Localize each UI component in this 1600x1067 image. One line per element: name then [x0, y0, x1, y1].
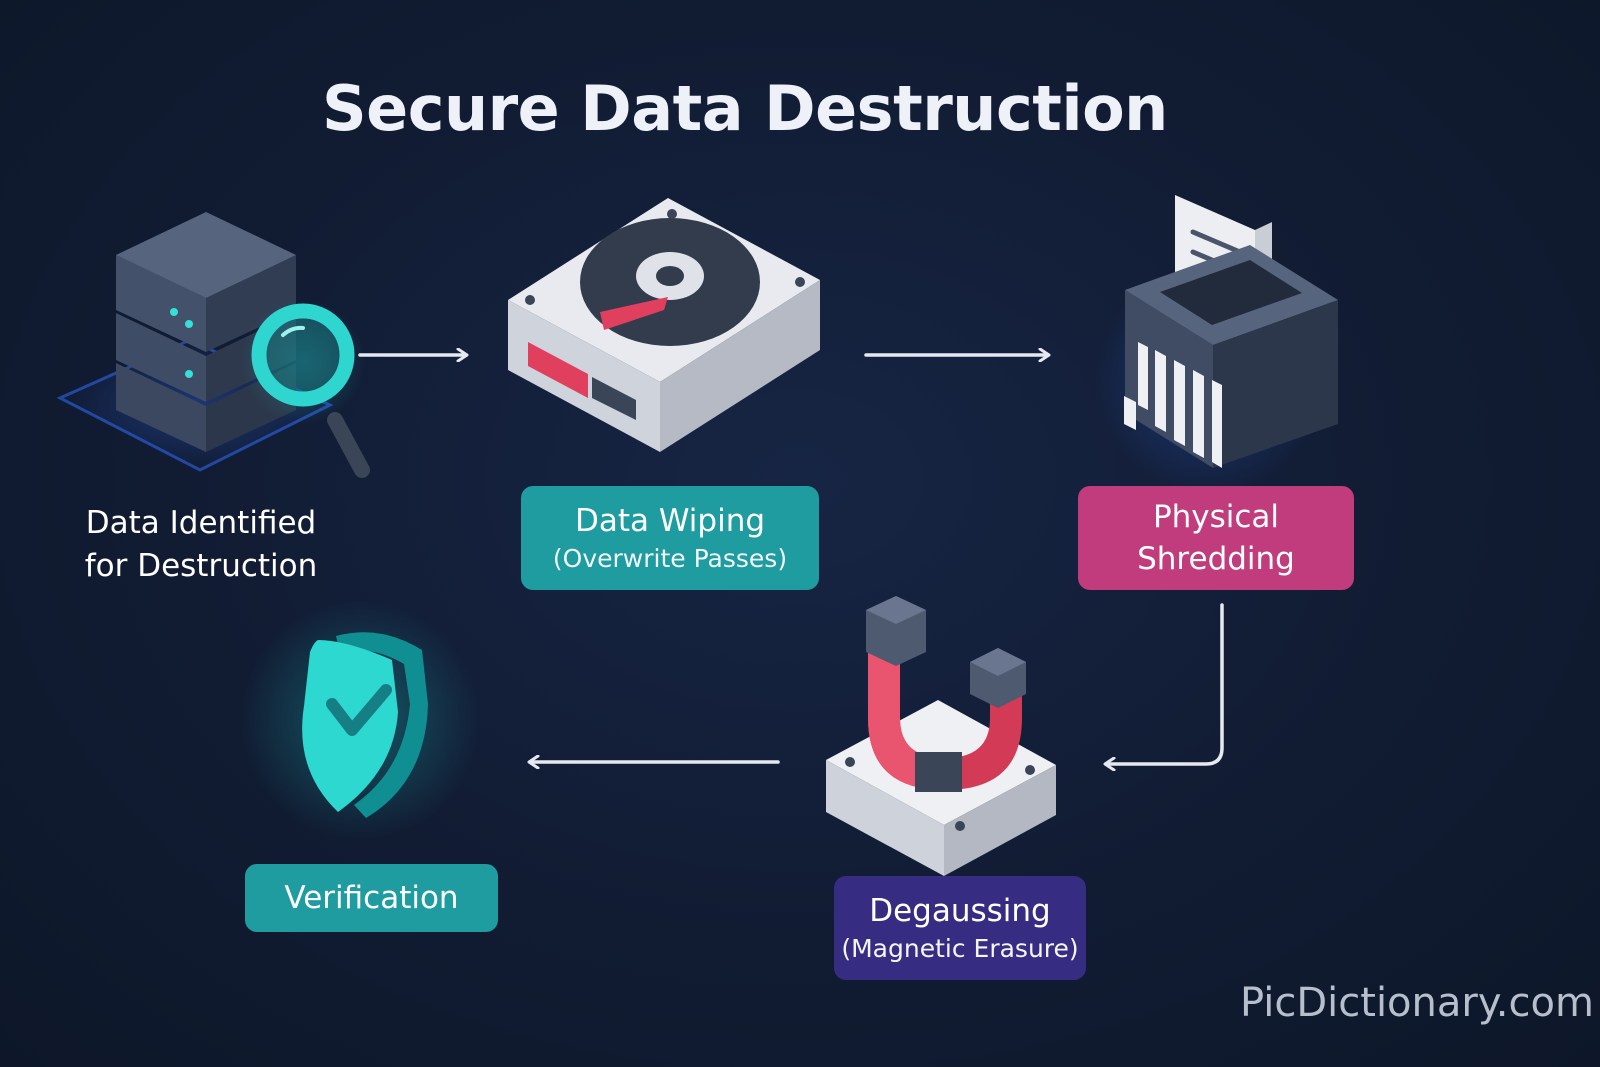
- step-box-line1: Verification: [284, 880, 459, 916]
- step-box-data-wiping: Data Wiping (Overwrite Passes): [521, 486, 819, 590]
- step-label-line2: for Destruction: [84, 548, 318, 584]
- shredder-icon: [1095, 195, 1338, 495]
- step-box-verification: Verification: [245, 864, 498, 932]
- step-box-line1: Physical: [1152, 499, 1280, 535]
- watermark: PicDictionary.com: [1240, 980, 1594, 1026]
- step-box-line1: Data Wiping: [574, 503, 766, 539]
- step-box-physical-shredding: Physical Shredding: [1078, 486, 1354, 590]
- step-box-degaussing: Degaussing (Magnetic Erasure): [834, 876, 1086, 980]
- step-box-line2: (Magnetic Erasure): [841, 934, 1079, 963]
- page-title: Secure Data Destruction: [322, 72, 1168, 145]
- server-magnifier-icon: [56, 212, 370, 478]
- step-box-line2: Shredding: [1137, 541, 1295, 577]
- shield-check-icon: [240, 600, 480, 840]
- step-label-data-identified: Data Identified for Destruction: [76, 502, 326, 588]
- magnet-icon: [826, 596, 1056, 876]
- hard-drive-icon: [508, 198, 820, 452]
- flow-arrow-3: [1106, 603, 1224, 764]
- step-box-line1: Degaussing: [869, 893, 1051, 929]
- step-label-line1: Data Identified: [85, 505, 317, 541]
- step-box-line2: (Overwrite Passes): [552, 544, 788, 573]
